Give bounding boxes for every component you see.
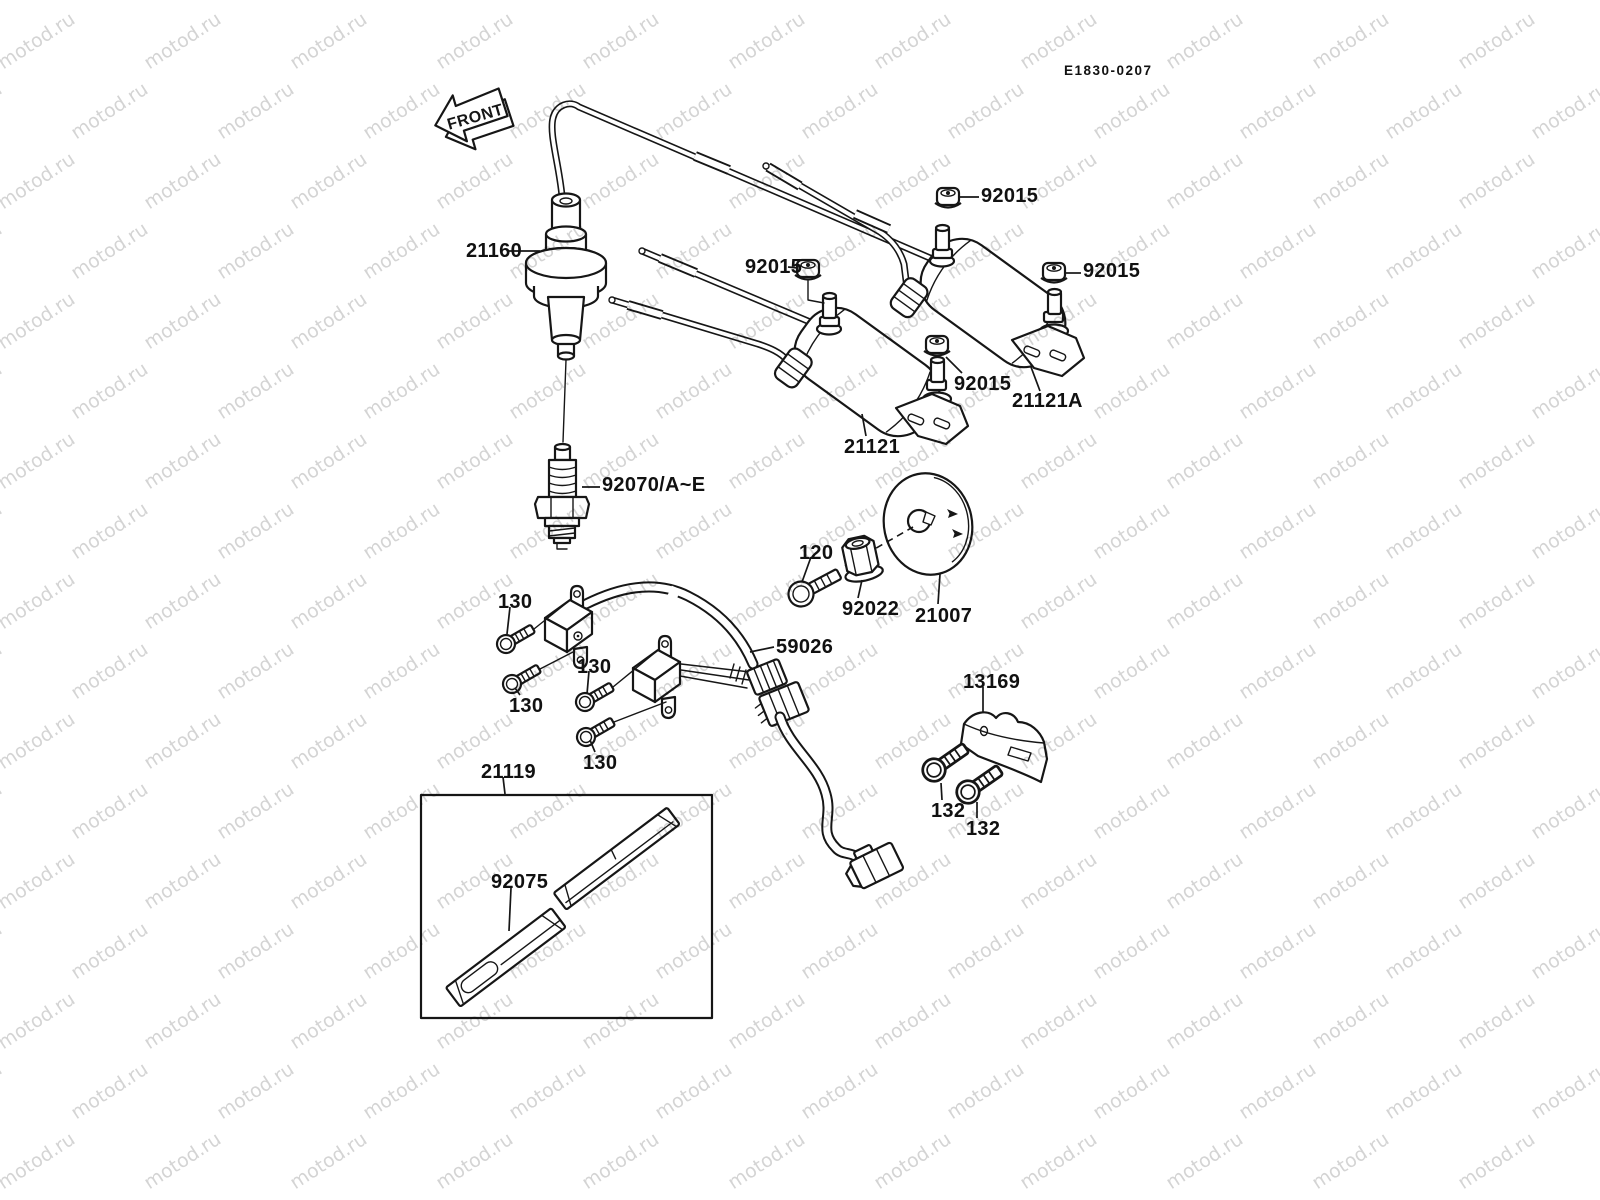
nut-92015-b (1039, 261, 1069, 284)
pickup-wires (679, 663, 751, 689)
bolt-130-b (498, 659, 545, 698)
ignition-coil-21121A (889, 223, 1086, 378)
bolt-132-b (950, 759, 1008, 810)
damper-wedge-lower (445, 907, 567, 1008)
ignition-coil-21121 (773, 291, 970, 446)
harness-connector-block (746, 658, 810, 727)
bolt-130-a (492, 619, 539, 658)
rotor-21007 (882, 472, 974, 576)
bolt-120 (787, 568, 842, 608)
bolt-130-d (572, 712, 619, 751)
harness-plug (845, 841, 904, 890)
bolt-130-c (571, 677, 618, 716)
front-arrow: FRONT (434, 87, 515, 151)
kit-box-outline (419, 793, 714, 1020)
bracket-13169 (959, 711, 1049, 784)
nut-92015-c (793, 258, 823, 281)
leader-lines (502, 196, 1081, 932)
bolt-132-a (916, 737, 974, 788)
spark-plug (533, 442, 591, 550)
nut-92022 (841, 534, 884, 583)
spark-plug-cap (524, 192, 608, 361)
bolt-axes (533, 600, 667, 723)
pickup-coil-1 (543, 584, 594, 670)
nut-92015-a (933, 186, 963, 209)
pickup-coil-2 (631, 634, 682, 720)
spark-plug-leads (548, 100, 934, 365)
plug-link-line (562, 359, 567, 443)
damper-wedge-upper (553, 807, 681, 911)
nut-92015-d (922, 334, 952, 357)
nut-pointer-line (807, 280, 825, 304)
